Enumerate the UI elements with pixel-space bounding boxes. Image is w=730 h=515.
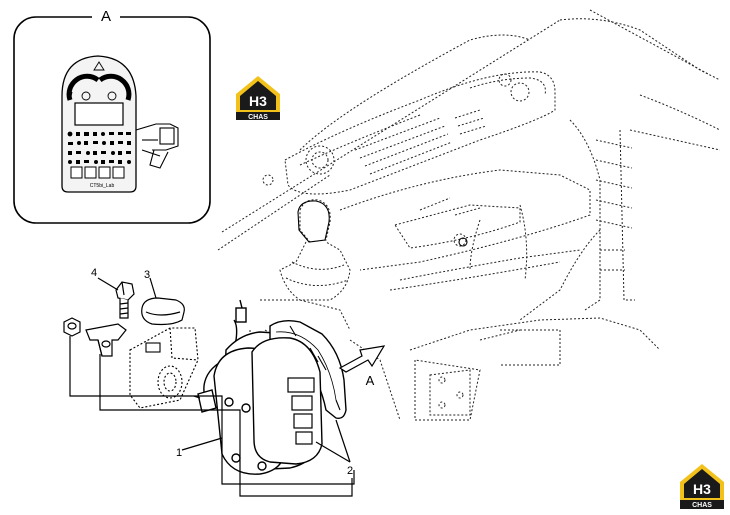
- callout-leaders: [69, 277, 355, 497]
- lcd-display: [74, 102, 124, 126]
- instrument-panel: CT5bi_Lab: [61, 55, 137, 193]
- logo-top-subtext: CHAS: [248, 114, 268, 121]
- cover-part-2: [251, 319, 347, 465]
- watermark-logo-top: H3 CHAS: [236, 76, 280, 121]
- callout-4: 4: [91, 267, 97, 279]
- right-gauge: [98, 73, 132, 101]
- bolt-part-4: [115, 281, 135, 319]
- view-arrow-a: A: [338, 345, 386, 388]
- panel-bracket: [135, 123, 179, 169]
- cab-solid-details: [297, 200, 468, 247]
- callout-numbers: 4 3 1 2: [91, 267, 353, 477]
- indicator-icon-grid: [67, 131, 131, 164]
- callout-2: 2: [347, 465, 353, 477]
- callout-3: 3: [144, 269, 150, 281]
- warning-triangle-icon: [93, 61, 105, 71]
- panel-brand-text: CT5bi_Lab: [90, 183, 115, 189]
- logo-bottom-text: H3: [693, 481, 711, 497]
- detail-view-label: A: [101, 8, 111, 25]
- view-arrow-label: A: [366, 373, 375, 388]
- plug-part-3: [141, 297, 185, 326]
- detail-view-a: A: [13, 8, 211, 224]
- watermark-logo-bottom: H3 CHAS: [680, 464, 724, 509]
- mounting-block: [129, 327, 199, 409]
- bracket-plate: [85, 323, 127, 357]
- nut-part: [63, 317, 81, 337]
- panel-buttons: [70, 166, 125, 179]
- logo-top-text: H3: [249, 93, 267, 109]
- callout-1: 1: [176, 447, 182, 459]
- block-slot: [145, 342, 161, 353]
- left-gauge: [66, 73, 100, 101]
- logo-bottom-subtext: CHAS: [692, 502, 712, 509]
